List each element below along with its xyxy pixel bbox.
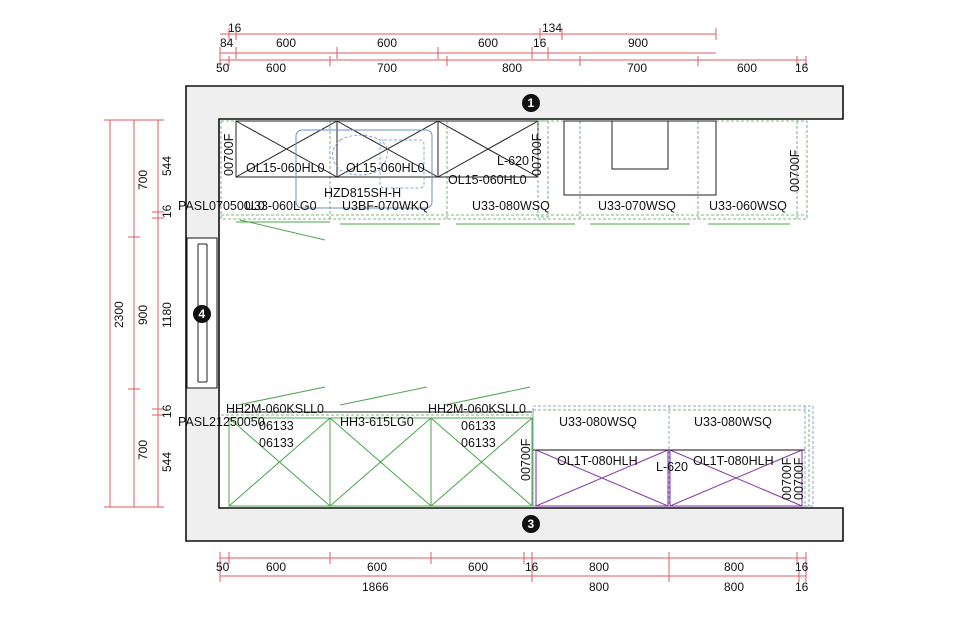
top-dim-2-c: 600 — [377, 36, 397, 50]
label-u3bf: U3BF-070WKQ — [342, 199, 429, 213]
label-hh2m-a: HH2M-060KSLL0 — [226, 402, 324, 416]
top-dim-3-g: 16 — [795, 61, 809, 75]
bottom-dim-1-b: 600 — [266, 560, 286, 574]
range-hood — [563, 120, 717, 196]
bottom-dim-2-d: 16 — [795, 580, 809, 594]
label-u33-070: U33-070WSQ — [598, 199, 676, 213]
top-dim-3-e: 700 — [627, 61, 647, 75]
left-dim-inner-2: 16 — [160, 204, 174, 218]
label-filler-bottom-r2: 00700F — [792, 457, 806, 500]
bottom-dim-1-c: 600 — [367, 560, 387, 574]
left-dim-inner-4: 16 — [160, 404, 174, 418]
label-ol1t-b: OL1T-080HLH — [693, 454, 774, 468]
svg-text:3: 3 — [528, 517, 535, 531]
bottom-run-cabinets — [221, 386, 814, 507]
label-filler-bottom-r1: 00700F — [780, 457, 794, 500]
label-hh2m-a-code1: 06133 — [259, 419, 294, 433]
wall-marker-4: 4 — [193, 305, 211, 323]
bottom-dim-1-d: 600 — [468, 560, 488, 574]
top-dim-2-f: 900 — [628, 36, 648, 50]
label-l620-top: L-620 — [497, 154, 529, 168]
label-u33-060-top: U33-060WSQ — [709, 199, 787, 213]
label-u33-060lg: U33-060LG0 — [245, 199, 317, 213]
left-dim-outer: 2300 — [112, 301, 126, 328]
left-dimension-labels: 2300 700 900 700 544 16 1180 16 544 — [112, 156, 174, 472]
top-dim-1-b: 134 — [542, 21, 562, 35]
left-dimension-lines — [104, 119, 164, 508]
wall-marker-1: 1 — [522, 94, 540, 112]
top-dim-2-d: 600 — [478, 36, 498, 50]
label-filler-bottom-mid: 00700F — [519, 438, 533, 481]
label-u33-080-top: U33-080WSQ — [472, 199, 550, 213]
label-pasl-bottom: PASL21250050 — [178, 415, 265, 429]
left-dim-inner-1: 544 — [160, 156, 174, 176]
top-dim-2-a: 84 — [220, 36, 234, 50]
label-u33-080-bottom-right: U33-080WSQ — [694, 415, 772, 429]
label-filler-top-right: 00700F — [788, 149, 802, 192]
top-dim-3-d: 800 — [502, 61, 522, 75]
label-filler-top-left: 00700F — [222, 133, 236, 176]
bottom-dim-1-h: 16 — [795, 560, 809, 574]
label-hh2m-b-code1: 06133 — [461, 419, 496, 433]
top-run-cabinets — [220, 120, 808, 241]
label-l620-bottom: L-620 — [656, 460, 688, 474]
left-dim-inner-3: 1180 — [160, 302, 174, 328]
label-ol15-c: OL15-060HL0 — [448, 173, 527, 187]
bottom-dim-2-a: 1866 — [362, 580, 389, 594]
label-hh3: HH3-615LG0 — [340, 415, 414, 429]
label-hood: HZD815SH-H — [324, 186, 401, 200]
top-dimension-lines — [219, 28, 807, 66]
label-pasl-top: PASL070500L0 — [178, 199, 265, 213]
corner-unit-2 — [669, 449, 803, 507]
upper-cabinet-3 — [437, 120, 539, 178]
top-dim-2-e: 16 — [533, 36, 547, 50]
wall-marker-3: 3 — [522, 515, 540, 533]
svg-text:1: 1 — [528, 96, 535, 110]
room-walls — [185, 85, 844, 542]
bottom-dim-2-b: 800 — [589, 580, 609, 594]
top-dim-3-f: 600 — [737, 61, 757, 75]
label-hh2m-b-code2: 06133 — [461, 436, 496, 450]
label-u33-080-bottom-left: U33-080WSQ — [559, 415, 637, 429]
top-dim-3-a: 50 — [216, 61, 230, 75]
label-filler-top-mid: 00700F — [530, 133, 544, 176]
label-hh2m-b: HH2M-060KSLL0 — [428, 402, 526, 416]
bottom-dim-1-f: 800 — [589, 560, 609, 574]
left-dim-mid-bottom: 700 — [136, 440, 150, 460]
top-dim-1-a: 16 — [228, 21, 242, 35]
bottom-dim-2-c: 800 — [724, 580, 744, 594]
left-dim-mid-center: 900 — [136, 305, 150, 325]
label-ol1t-a: OL1T-080HLH — [557, 454, 638, 468]
bottom-dim-1-e: 16 — [525, 560, 539, 574]
bottom-dimension-lines — [219, 552, 807, 582]
base-cabinet-2 — [329, 417, 432, 507]
bottom-dim-1-g: 800 — [724, 560, 744, 574]
bottom-dim-1-a: 50 — [216, 560, 230, 574]
svg-text:4: 4 — [199, 307, 206, 321]
left-dim-mid-top: 700 — [136, 170, 150, 190]
top-dimension-labels: 16 134 84 600 600 600 16 900 50 600 700 … — [216, 21, 809, 75]
sink-appliance — [295, 129, 433, 209]
top-run-labels: OL15-060HL0 OL15-060HL0 L-620 OL15-060HL… — [178, 133, 802, 213]
left-dim-inner-5: 544 — [160, 452, 174, 472]
base-cabinet-3 — [430, 417, 533, 507]
top-dim-3-c: 700 — [377, 61, 397, 75]
label-ol15-a: OL15-060HL0 — [246, 161, 325, 175]
label-hh2m-a-code2: 06133 — [259, 436, 294, 450]
top-dim-3-b: 600 — [266, 61, 286, 75]
bottom-dimension-labels: 50 600 600 600 16 800 800 16 1866 800 80… — [216, 560, 809, 594]
top-dim-2-b: 600 — [276, 36, 296, 50]
bottom-run-labels: HH2M-060KSLL0 PASL21250050 06133 06133 H… — [178, 402, 806, 500]
label-ol15-b: OL15-060HL0 — [346, 161, 425, 175]
